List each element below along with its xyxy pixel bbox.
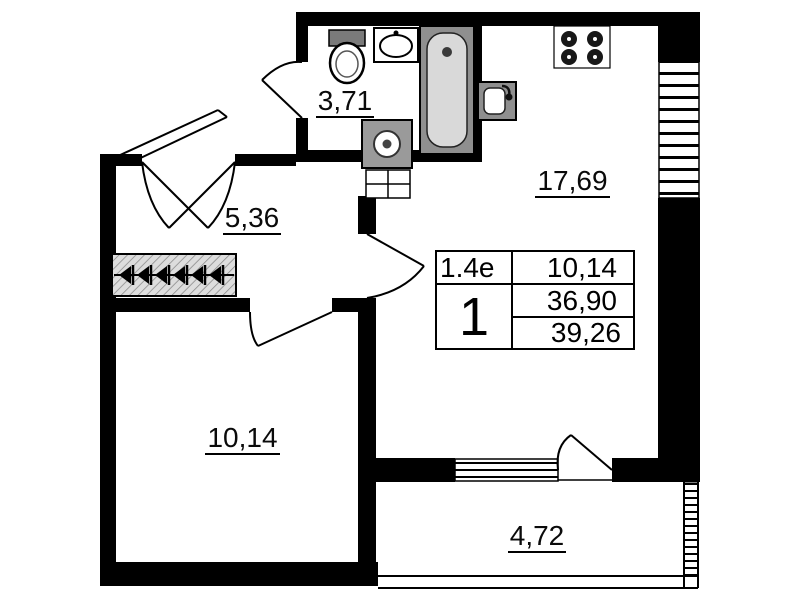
entrance-door-arc-2 [141,161,170,229]
bedroom-door-arc [249,311,259,347]
bathtub-icon [419,25,475,155]
area-value-hallway: 5,36 [222,203,282,236]
wall-hall-bedroom-stub [332,298,358,312]
wall-bedroom-right [358,298,376,586]
living-door-leaf [366,233,425,267]
area-value-living-kitchen: 17,69 [535,166,610,199]
bedroom-door-leaf [257,311,333,347]
wall-top-right-corner [658,12,700,62]
window-balcony-door [454,458,559,482]
wall-entry-stub-left [116,154,142,166]
stove-icon [553,25,611,69]
entrance-outer-leaf-c [217,109,228,118]
stamp-area: 36,90 [513,285,633,318]
area-label-hallway: 5,36 [206,203,298,236]
wall-hall-bedroom [116,298,250,312]
window-right [658,61,700,199]
stamp-living-area: 10,14 [513,252,633,285]
wall-top [296,12,658,26]
balcony-door-leaf [570,434,613,471]
wall-balcony-left [376,458,455,482]
living-door-arc [366,265,425,299]
bathroom-door-leaf [261,79,303,119]
wall-balcony-right [612,458,658,482]
wall-bath-left-upper [296,26,308,62]
area-label-bathroom: 3,71 [299,86,391,119]
wall-bottom [100,562,378,586]
wall-left [100,154,116,586]
area-value-bathroom: 3,71 [315,86,375,119]
wall-bath-bottom-left [296,150,362,162]
entrance-door-arc-1 [207,161,236,229]
cabinet-icon [365,169,411,199]
balcony-rail-hatch [683,481,699,577]
washing-machine-icon [361,119,413,169]
balcony-parapet [378,479,699,589]
stamp-rooms-count: 1 [437,285,513,348]
entrance-outer-leaf-a [117,109,219,157]
bathroom-door-arc [261,60,303,81]
wall-right [658,198,700,482]
sink-icon [373,27,419,63]
entrance-door-leaf-2 [168,161,236,229]
stamp-total-area: 39,26 [550,318,621,348]
entrance-door-leaf-1 [141,161,209,229]
area-value-balcony: 4,72 [507,521,567,554]
area-value-bedroom: 10,14 [205,423,280,456]
area-label-bedroom: 10,14 [185,423,300,456]
wall-mid-upper [358,196,376,234]
wardrobe-hangers-icon [111,253,237,297]
balcony-door-arc [556,434,572,471]
wall-entry-stub-right [235,154,296,166]
stamp-flat-type: 1.4e [437,252,513,285]
toilet-icon [328,29,366,85]
door-swing-icon [117,60,613,471]
entrance-outer-leaf-b [129,116,228,164]
area-label-living-kitchen: 17,69 [515,166,630,199]
kitchen-sink-icon [477,81,517,121]
info-stamp: 1.4e 10,14 1 36,90 39,26 [435,250,635,350]
area-label-balcony: 4,72 [488,521,586,554]
